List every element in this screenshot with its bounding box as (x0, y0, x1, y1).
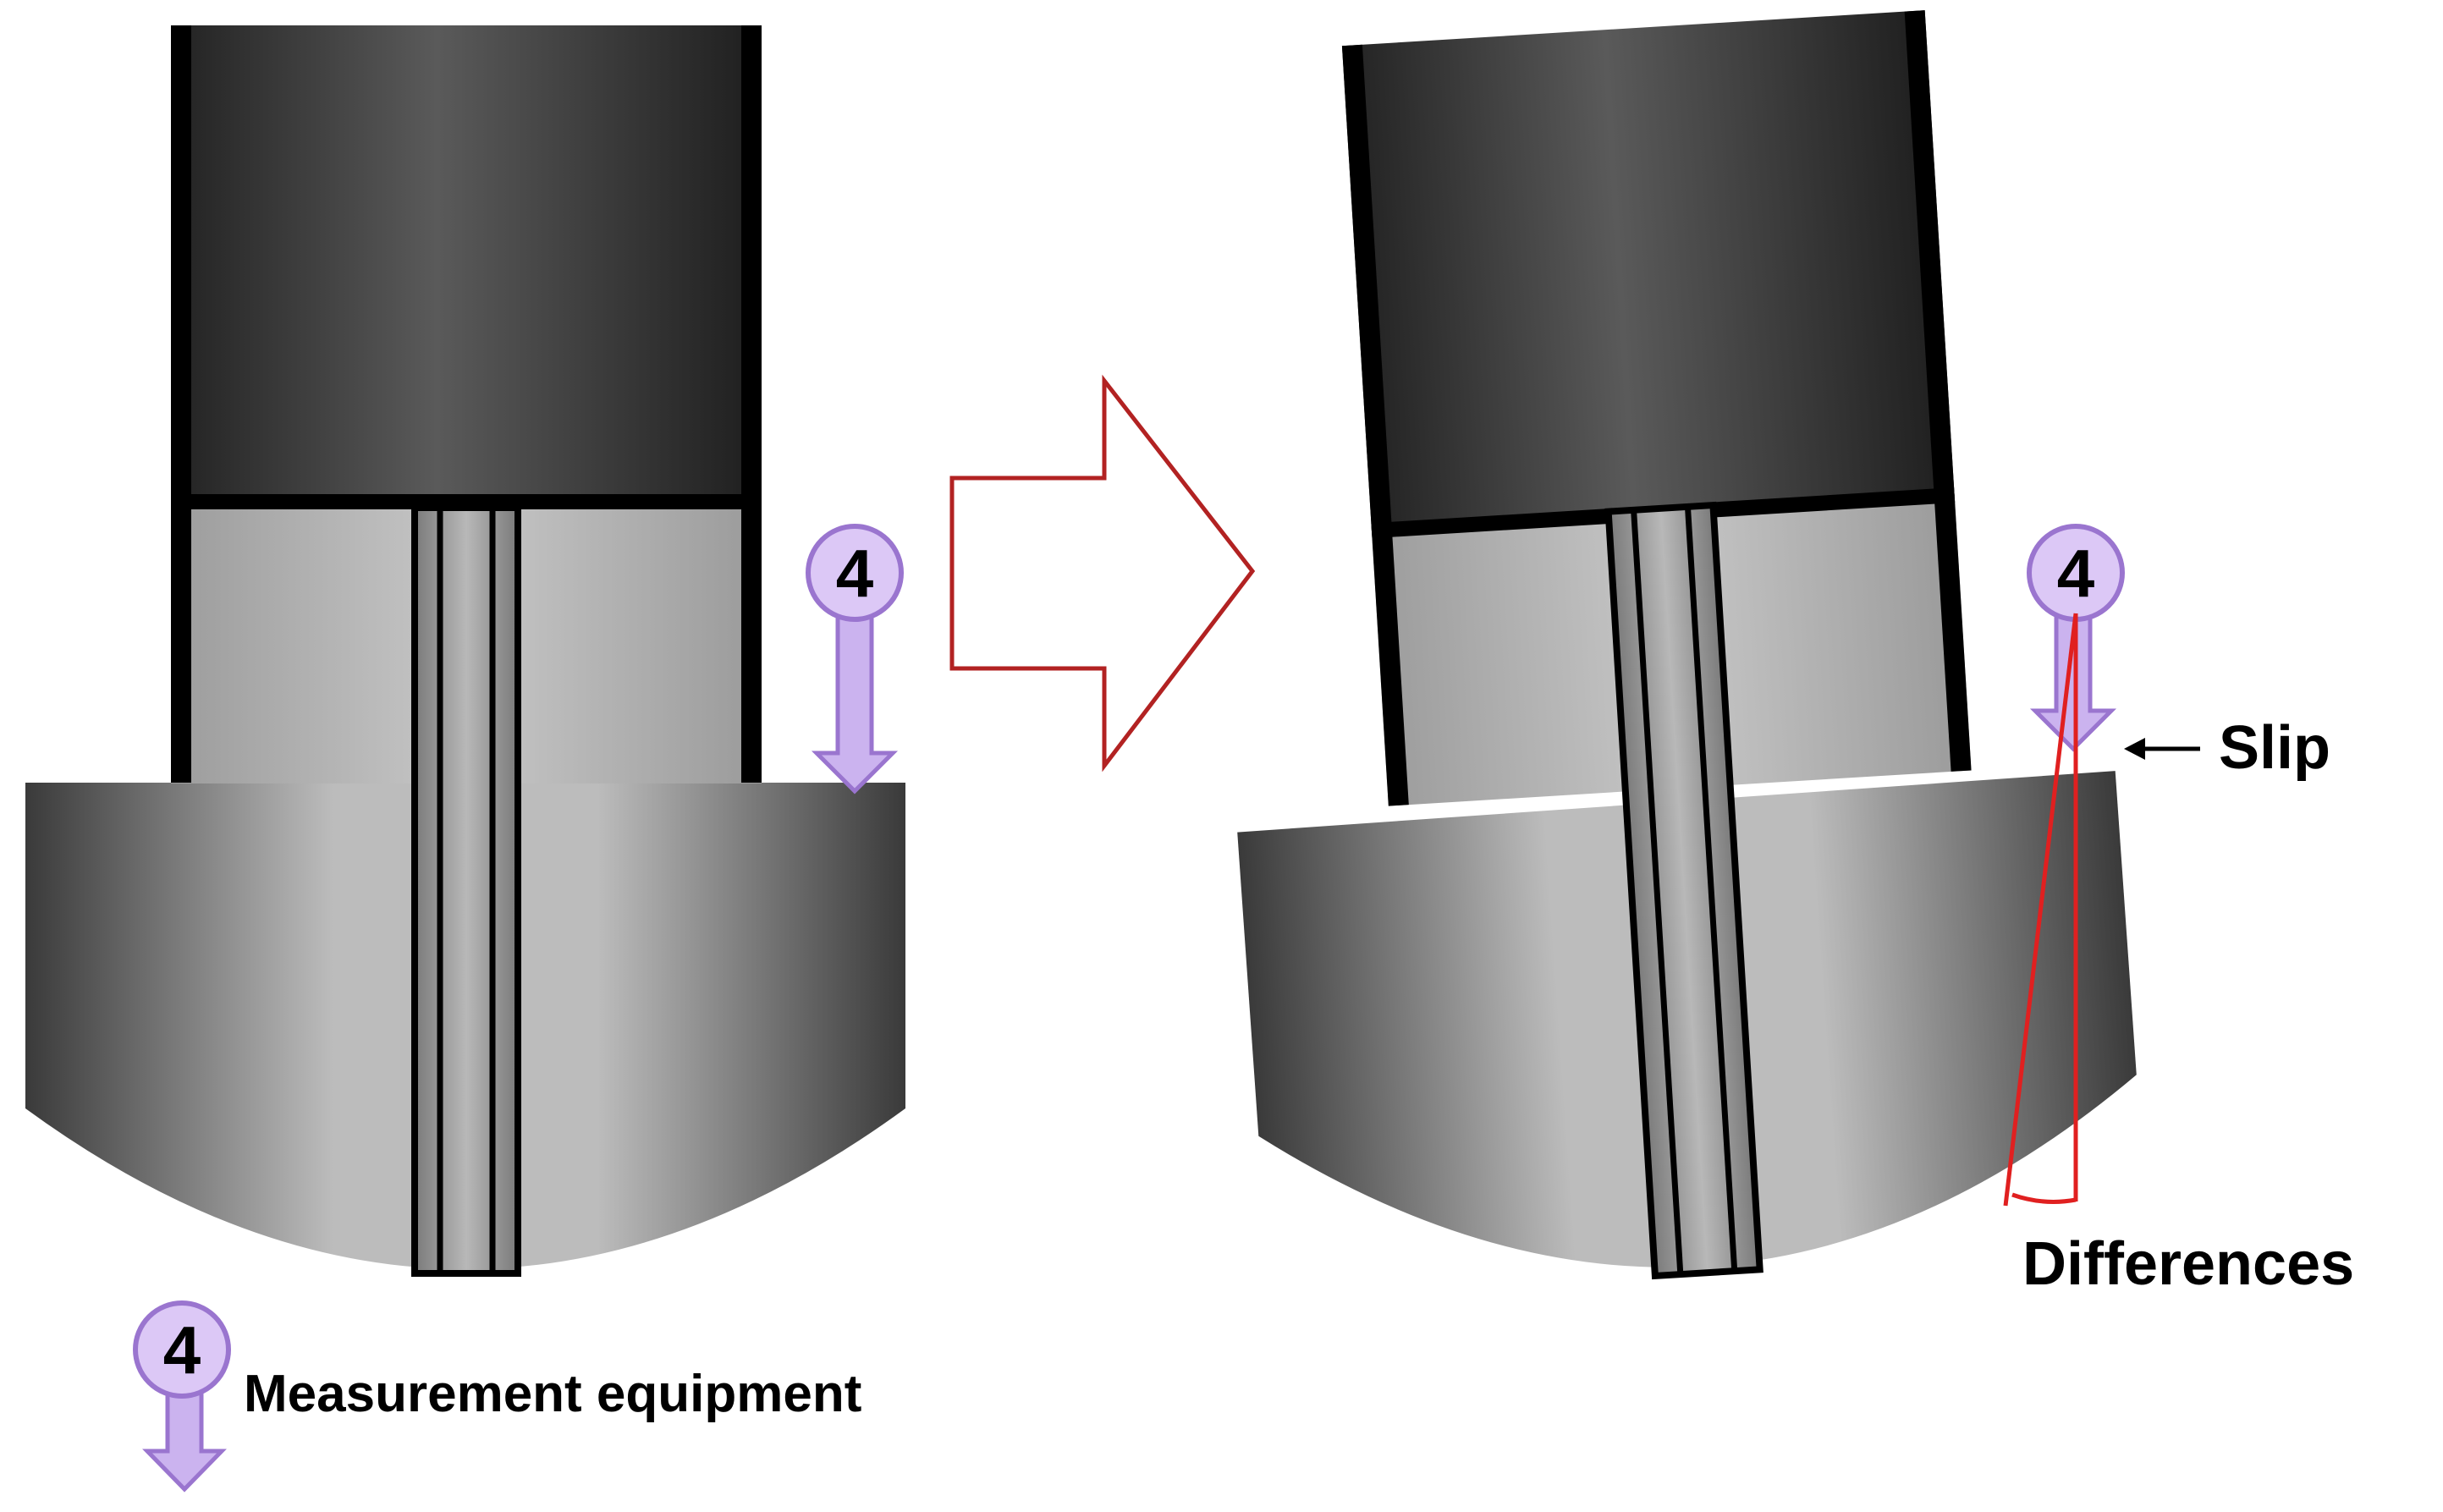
slipped-marker-arrow (2029, 607, 2117, 752)
transition-arrow (949, 374, 1256, 772)
aligned-center-pin (411, 504, 521, 1277)
aligned-marker-arrow (811, 607, 899, 794)
slipped-left-wall (1341, 44, 1409, 806)
aligned-marker-circle (806, 524, 904, 622)
differences-label: Differences (2022, 1230, 2354, 1298)
slipped-right-wall (1904, 10, 1972, 772)
slipped-assembly (1237, 10, 2137, 1280)
legend-marker-number: 4 (163, 1312, 201, 1388)
slipped-marker-number: 4 (2057, 536, 2095, 611)
legend: 4 Measurement equipment (133, 1300, 861, 1493)
aligned-top-block (171, 25, 762, 503)
aligned-assembly (25, 25, 905, 1277)
slipped-pin-line-right (1684, 506, 1738, 1272)
difference-angle-arc (2011, 1192, 2077, 1204)
legend-marker-arrow (142, 1385, 227, 1493)
legend-marker-circle (133, 1300, 231, 1399)
aligned-measurement-marker: 4 (806, 524, 904, 794)
slip-arrow-head (2124, 738, 2145, 760)
slip-label: Slip (2219, 714, 2330, 782)
slipped-measurement-marker: 4 (2027, 524, 2125, 752)
slipped-top-block (1341, 10, 1955, 532)
aligned-joint-line (171, 494, 762, 509)
aligned-left-wall (171, 25, 191, 783)
difference-line-tilted (2003, 613, 2078, 1207)
legend-label: Measurement equipment (244, 1365, 861, 1423)
difference-lines (2003, 613, 2078, 1207)
slip-annotation: Slip (2124, 714, 2330, 782)
aligned-marker-number: 4 (836, 536, 874, 611)
slipped-pin-line-left (1631, 509, 1684, 1275)
aligned-right-wall (741, 25, 762, 783)
